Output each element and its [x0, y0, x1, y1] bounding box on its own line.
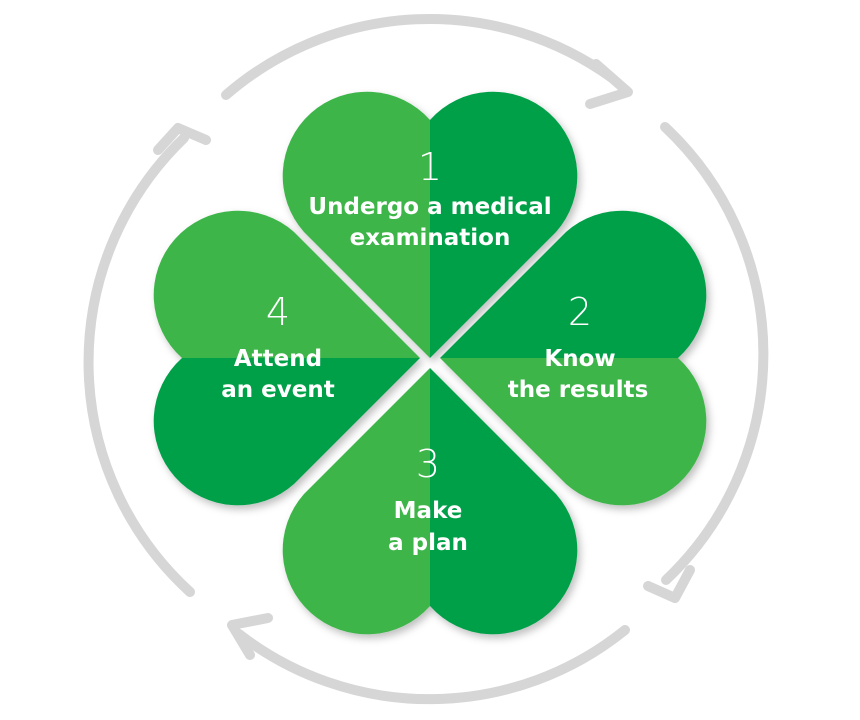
leaf-1-right-half	[430, 91, 578, 358]
cycle-arrow-bottom	[234, 625, 630, 705]
leaf-3-left-half	[282, 368, 430, 635]
step-4-label-line-2: an event	[221, 377, 334, 403]
step-1-number: 1	[418, 145, 442, 189]
step-4-number: 4	[266, 290, 290, 334]
cycle-arrow-right	[660, 122, 769, 585]
step-texts: 1 Undergo a medical examination 2 Know t…	[221, 145, 648, 556]
leaf-step-4	[153, 210, 420, 506]
leaf-2-bottom-half	[440, 358, 707, 506]
leaf-4-top-half	[153, 210, 420, 358]
step-4-label-line-1: Attend	[234, 346, 322, 372]
arrowhead-left-icon	[153, 123, 211, 155]
step-1-label-line-2: examination	[350, 225, 511, 251]
leaf-1-left-half	[282, 91, 430, 358]
leaf-step-2	[440, 210, 707, 506]
leaf-step-1	[282, 91, 578, 358]
arrowhead-bottom-icon	[227, 613, 273, 660]
cycle-arrow-left	[83, 133, 195, 597]
step-2-label-line-2: the results	[508, 377, 649, 403]
step-3-number: 3	[416, 442, 440, 486]
leaf-2-top-half	[440, 210, 707, 358]
cycle-arrow-top	[221, 14, 617, 100]
arrowhead-top-icon	[585, 59, 633, 109]
step-1-label-line-1: Undergo a medical	[308, 194, 551, 220]
leaf-4-bottom-half	[153, 358, 420, 506]
clover	[153, 91, 707, 635]
arrowhead-right-icon	[643, 565, 695, 603]
cycle-arrows	[83, 14, 769, 705]
leaf-3-right-half	[430, 368, 578, 635]
step-2-label-line-1: Know	[544, 346, 615, 372]
step-2-number: 2	[568, 290, 592, 334]
step-3-label-line-2: a plan	[388, 530, 468, 556]
leaf-step-3	[282, 368, 578, 635]
step-3-label-line-1: Make	[394, 498, 463, 524]
